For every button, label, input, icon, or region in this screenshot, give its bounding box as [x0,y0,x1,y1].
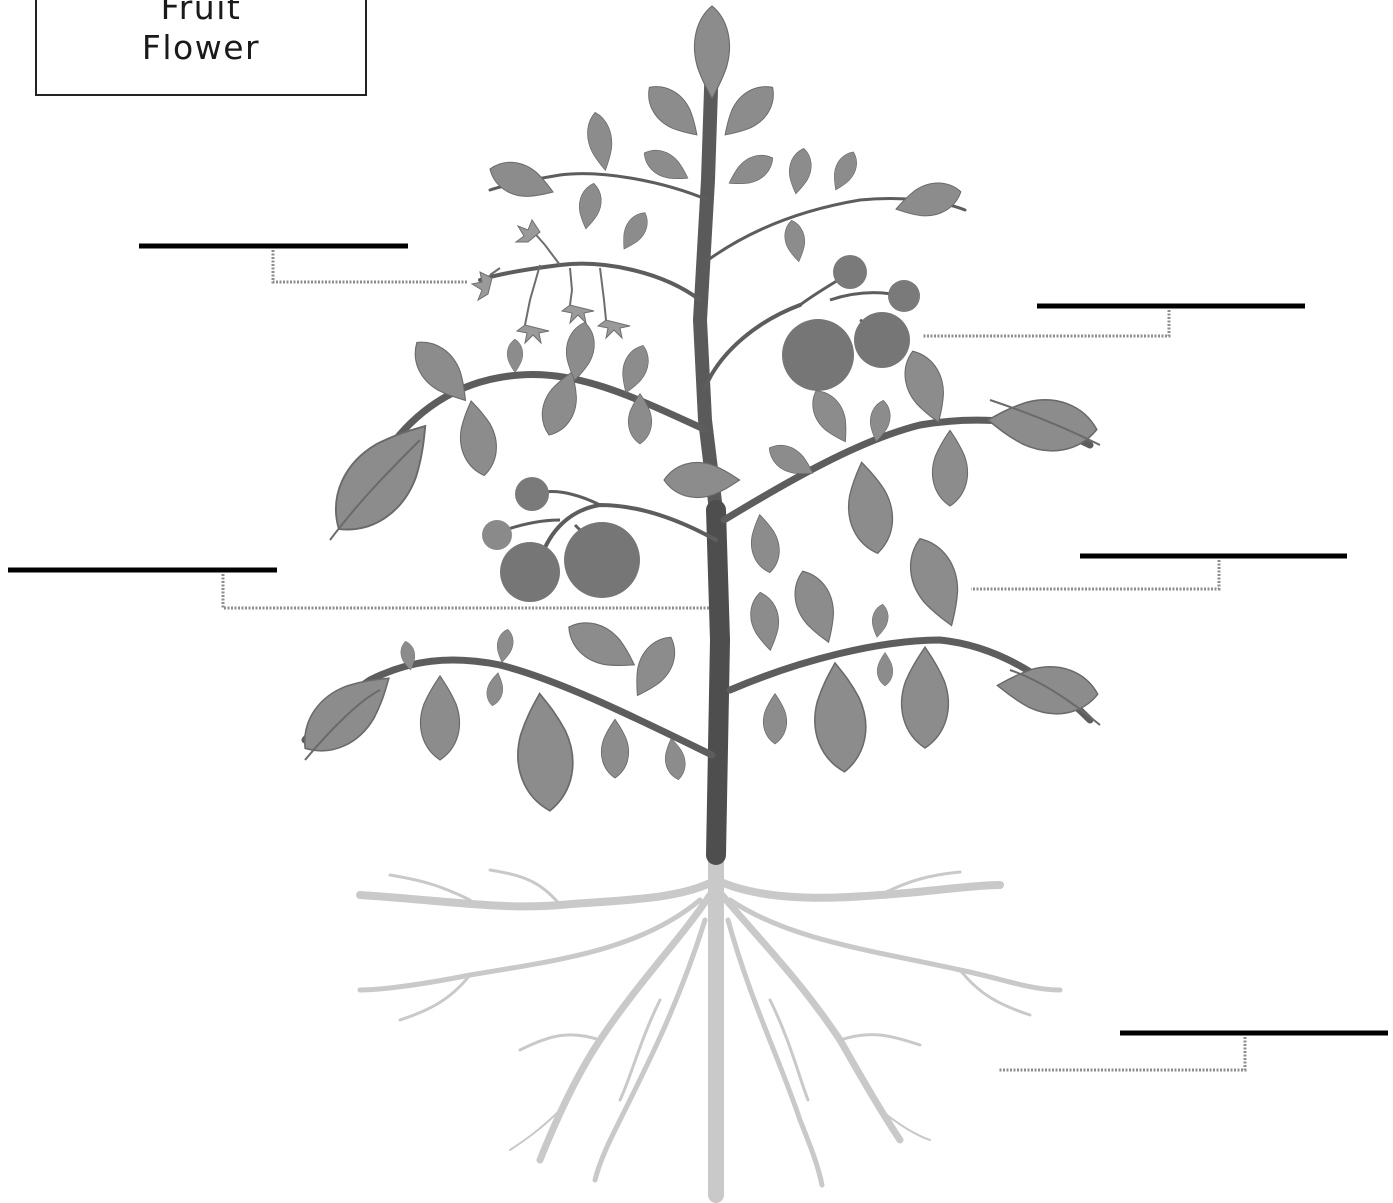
leader-line [223,574,710,608]
leader-line [922,310,1169,336]
leader-line [273,250,468,282]
leader-line [971,560,1219,589]
leaves [289,6,1100,813]
roots [360,855,1060,1195]
label-fruit-top [922,306,1305,336]
stem [700,60,720,855]
fruit-cluster-top [782,255,920,391]
label-root [998,1033,1388,1070]
label-flower [139,246,468,282]
flowers [472,220,630,343]
leader-line [998,1037,1245,1070]
label-leaf [971,556,1347,589]
fruit-cluster-left [482,477,640,602]
